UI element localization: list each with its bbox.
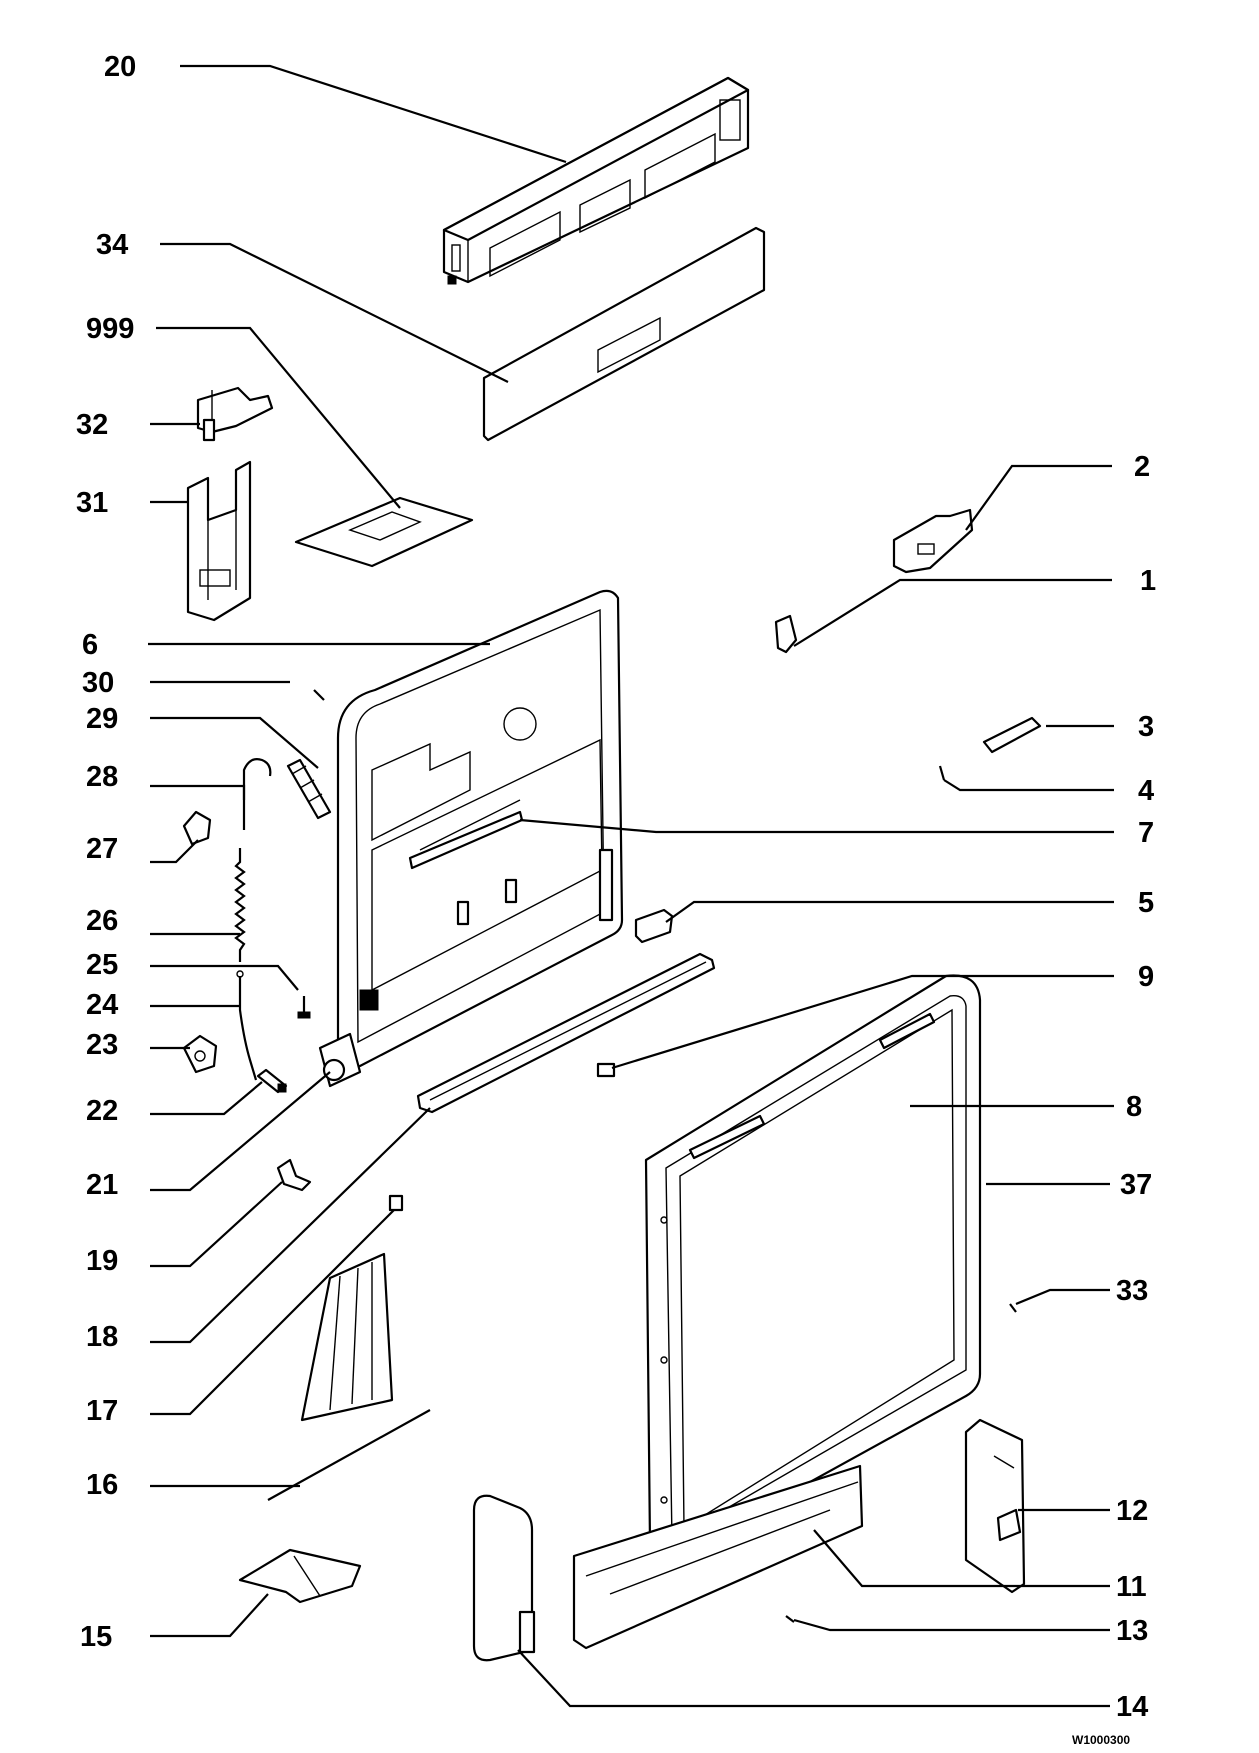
part-4-screw: [938, 765, 946, 781]
part-23-pulley: [182, 1034, 218, 1074]
part-33-screw: [1009, 1303, 1017, 1313]
callout-33: 33: [1116, 1275, 1148, 1307]
part-26-door-spring: [234, 848, 246, 962]
callout-17: 17: [86, 1395, 118, 1427]
callout-6: 6: [82, 629, 98, 661]
callout-30: 30: [82, 667, 114, 699]
part-31-hinge-arm: [186, 460, 252, 622]
part-24-cable-rope: [236, 970, 258, 1081]
callout-18: 18: [86, 1321, 118, 1353]
callout-9: 9: [1138, 961, 1154, 993]
callout-20: 20: [104, 51, 136, 83]
part-34-front-panel-strip: [482, 226, 766, 442]
part-3-handle-piece: [982, 716, 1042, 754]
callout-32: 32: [76, 409, 108, 441]
part-17-fastener: [388, 1194, 404, 1212]
callout-labels: 20 34 999 32 31 6 30 29 28 27 26 25 24 2…: [76, 51, 1156, 1747]
callout-29: 29: [86, 703, 118, 735]
part-16-support-frame: [267, 1252, 431, 1501]
callout-14: 14: [1116, 1691, 1148, 1723]
part-5-buffer: [634, 908, 674, 944]
part-2-lock-assembly: [892, 508, 974, 574]
callout-19: 19: [86, 1245, 118, 1277]
callout-31: 31: [76, 487, 108, 519]
part-28-cable: [242, 758, 272, 830]
callout-24: 24: [86, 989, 118, 1021]
part-30-screw: [313, 689, 325, 701]
callout-5: 5: [1138, 887, 1154, 919]
part-25-pin: [297, 996, 311, 1019]
callout-3: 3: [1138, 711, 1154, 743]
part-32-bracket: [196, 386, 274, 442]
callout-1: 1: [1140, 565, 1156, 597]
callout-25: 25: [86, 949, 118, 981]
callout-21: 21: [86, 1169, 118, 1201]
callout-37: 37: [1120, 1169, 1152, 1201]
part-27-cable-clip: [182, 810, 212, 846]
drawing-code: W1000300: [1072, 1733, 1130, 1747]
callout-8: 8: [1126, 1091, 1142, 1123]
callout-4: 4: [1138, 775, 1154, 807]
part-21-hinge-fitting: [322, 1058, 346, 1082]
part-29-spring-plug: [286, 758, 332, 820]
callout-7: 7: [1138, 817, 1154, 849]
callout-12: 12: [1116, 1495, 1148, 1527]
callout-2: 2: [1134, 451, 1150, 483]
callout-26: 26: [86, 905, 118, 937]
part-8-outer-door-panel: [644, 974, 982, 1562]
leader-lines: [148, 64, 1114, 1708]
callout-15: 15: [80, 1621, 112, 1653]
part-11-kick-plate: [572, 1464, 864, 1650]
callout-13: 13: [1116, 1615, 1148, 1647]
callout-34: 34: [96, 229, 128, 261]
part-12-side-bracket: [964, 1418, 1026, 1594]
part-14-end-cap: [472, 1494, 536, 1662]
callout-22: 22: [86, 1095, 118, 1127]
callout-28: 28: [86, 761, 118, 793]
callout-27: 27: [86, 833, 118, 865]
part-22-bolt: [256, 1068, 288, 1094]
part-999-documentation-sheet: [294, 496, 474, 568]
part-19-small-clip: [276, 1158, 312, 1192]
part-13-screw: [785, 1615, 795, 1623]
part-9-catch: [596, 1062, 616, 1078]
callout-23: 23: [86, 1029, 118, 1061]
callout-16: 16: [86, 1469, 118, 1501]
part-15-bracket-plate: [238, 1548, 362, 1604]
part-20-control-panel-housing: [442, 76, 750, 285]
part-1-latch: [774, 614, 798, 654]
callout-11: 11: [1116, 1571, 1147, 1603]
part-18-kick-rail: [416, 952, 716, 1114]
callout-999: 999: [86, 313, 134, 345]
